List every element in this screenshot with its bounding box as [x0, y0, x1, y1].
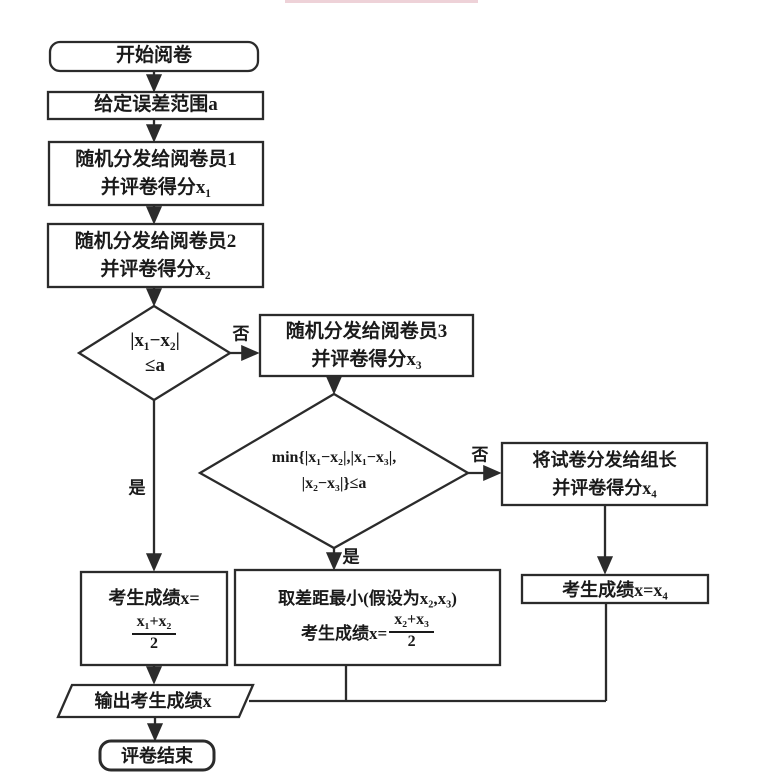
decision1-line1: |x₁−x₂|: [130, 330, 180, 351]
decision2-line1: min{|x₁−x₂|,|x₁−x₃|,: [271, 449, 397, 466]
grader2-label: 随机分发给阅卷员2 并评卷得分x₂: [48, 224, 263, 287]
score-x4-label: 考生成绩x=x₄: [562, 580, 668, 600]
grader3-label: 随机分发给阅卷员3 并评卷得分x₃: [260, 315, 473, 376]
output-parallelogram-shape: [56, 683, 255, 719]
score-min-pair-formula: 考生成绩x= x₂+x₃ 2: [301, 611, 434, 651]
score-min-pair-label: 取差距最小(假设为x₂,x₃) 考生成绩x= x₂+x₃ 2: [235, 570, 500, 665]
grader2-line2: 并评卷得分x₂: [100, 258, 211, 280]
decision1-line2: ≤a: [145, 355, 165, 376]
leader-line1: 将试卷分发给组长: [532, 450, 677, 470]
score-min-pair-prefix: 考生成绩x=: [301, 623, 388, 643]
connector-merge-to-output: [249, 603, 608, 703]
score-avg12-label: 考生成绩x= x₁+x₂ 2: [81, 572, 227, 665]
output-label: 输出考生成绩x: [94, 690, 212, 711]
score-avg12-fraction: x₁+x₂ 2: [131, 613, 177, 653]
decision1-yes-label: 是: [128, 478, 146, 498]
decision2-yes-label: 是: [342, 547, 360, 567]
score-avg12-numerator: x₁+x₂: [131, 613, 177, 635]
score-x4-box-shape: [520, 573, 710, 605]
decision1-no-label: 否: [232, 324, 250, 344]
end-label: 评卷结束: [121, 745, 193, 766]
score-min-pair-box-shape: [233, 568, 502, 667]
decision2-label: min{|x₁−x₂|,|x₁−x₃|, |x₂−x₃|}≤a: [204, 428, 464, 514]
grader3-box-shape: [258, 313, 475, 378]
score-min-pair-fraction: x₂+x₃ 2: [389, 611, 434, 651]
score-min-pair-numerator: x₂+x₃: [389, 611, 434, 633]
set-range-label: 给定误差范围a: [94, 94, 218, 116]
score-avg12-prefix: 考生成绩x=: [108, 588, 200, 609]
score-min-pair-denominator: 2: [407, 632, 416, 650]
grader2-line1: 随机分发给阅卷员2: [74, 230, 237, 252]
score-avg12-denominator: 2: [150, 634, 158, 652]
decision2-line2: |x₂−x₃|}≤a: [301, 475, 367, 492]
grader3-line2: 并评卷得分x₃: [311, 348, 422, 370]
leader-label: 将试卷分发给组长 并评卷得分x₄: [502, 443, 707, 505]
decision2-no-label: 否: [471, 445, 489, 465]
grader1-line2: 并评卷得分x₁: [100, 176, 212, 198]
decision1-label: |x₁−x₂| ≤a: [94, 312, 216, 394]
scan-artifact-pink-line: [285, 0, 478, 3]
leader-line2: 并评卷得分x₄: [552, 478, 657, 498]
start-label: 开始阅卷: [115, 45, 193, 67]
grader1-line1: 随机分发给阅卷员1: [75, 148, 237, 170]
grader1-label: 随机分发给阅卷员1 并评卷得分x₁: [49, 142, 263, 205]
grader3-line1: 随机分发给阅卷员3: [285, 320, 448, 342]
score-min-pair-line1: 取差距最小(假设为x₂,x₃): [278, 589, 457, 609]
